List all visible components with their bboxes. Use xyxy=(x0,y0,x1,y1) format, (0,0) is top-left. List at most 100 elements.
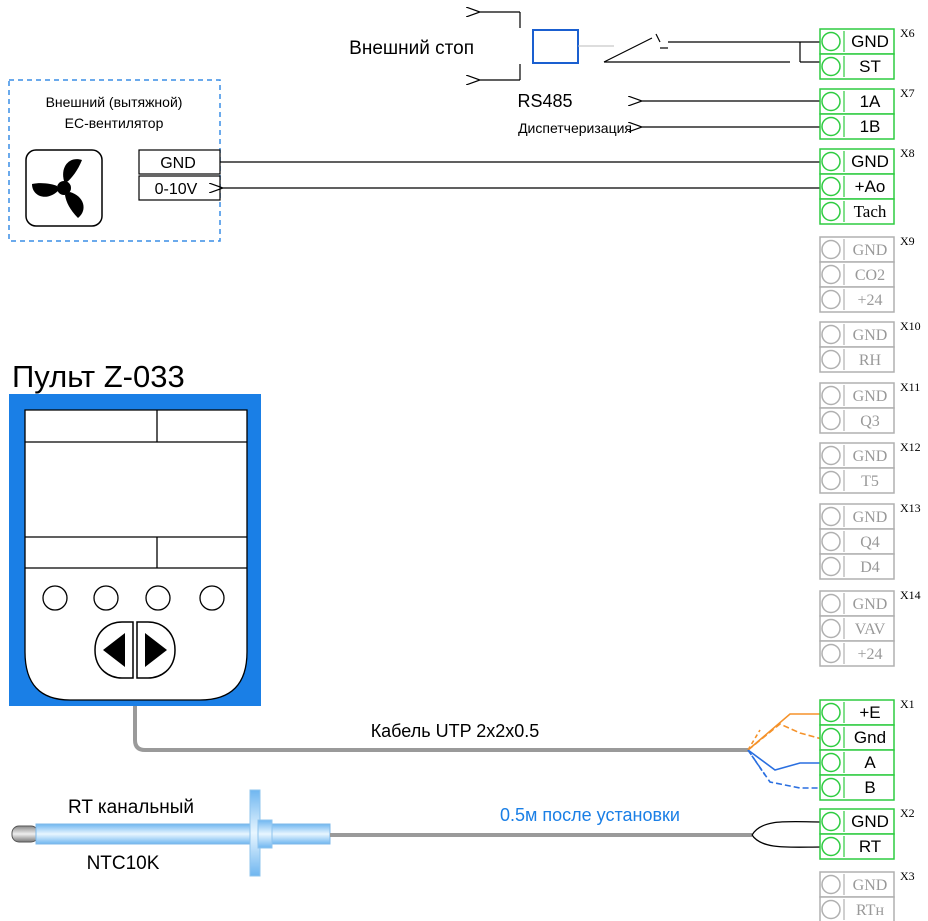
terminal-screw-icon[interactable] xyxy=(821,531,841,552)
panel-button-2[interactable] xyxy=(93,585,119,611)
terminal-pin-label: RT xyxy=(859,837,881,856)
panel-button-4[interactable] xyxy=(199,585,225,611)
terminal-pin-x6-0: GND xyxy=(819,28,895,55)
terminal-pin-label: +24 xyxy=(857,646,882,663)
terminal-pin-x11-0: GND xyxy=(819,382,895,409)
terminal-screw-icon[interactable] xyxy=(821,324,841,345)
terminal-pin-label: D4 xyxy=(860,559,880,576)
utp-fanout xyxy=(747,713,823,789)
terminal-pin-x12-1: T5 xyxy=(819,467,895,494)
terminal-screw-icon[interactable] xyxy=(821,289,841,310)
terminal-screw-icon[interactable] xyxy=(821,752,841,773)
terminal-pin-x9-2: +24 xyxy=(819,286,895,313)
terminal-screw-icon[interactable] xyxy=(821,239,841,260)
terminal-pin-label: +Ao xyxy=(855,177,886,196)
terminal-pin-x13-1: Q4 xyxy=(819,528,895,555)
terminal-id-label: X10 xyxy=(900,319,921,333)
ec-fan-box: Внешний (вытяжной) ЕС-вентилятор GND 0-1… xyxy=(8,79,221,242)
terminal-id-label: X6 xyxy=(900,26,915,40)
terminal-pin-label: ST xyxy=(859,57,881,76)
fan-title-line2: ЕС-вентилятор xyxy=(65,115,164,131)
terminal-block-x6: GND ST X6 xyxy=(819,26,915,80)
external-stop-label: Внешний стоп xyxy=(349,38,474,59)
terminal-screw-icon[interactable] xyxy=(821,151,841,172)
terminal-pin-x1-1: Gnd xyxy=(819,724,895,751)
terminal-screw-icon[interactable] xyxy=(821,91,841,112)
fan-010-pin: 0-10V xyxy=(155,181,198,198)
terminal-id-label: X3 xyxy=(900,869,915,883)
terminal-pin-x14-1: VAV xyxy=(819,615,895,642)
panel-button-3[interactable] xyxy=(145,585,171,611)
terminal-pin-label: T5 xyxy=(861,473,879,490)
fan-title-line1: Внешний (вытяжной) xyxy=(46,94,183,110)
utp-cable xyxy=(133,706,748,752)
terminal-screw-icon[interactable] xyxy=(821,556,841,577)
terminal-pin-x10-1: RH xyxy=(819,346,895,373)
terminal-pin-x10-0: GND xyxy=(819,321,895,348)
terminal-id-label: X13 xyxy=(900,501,921,515)
terminal-pin-x12-0: GND xyxy=(819,442,895,469)
terminal-id-label: X1 xyxy=(900,697,915,711)
terminal-pin-label: GND xyxy=(851,812,889,831)
terminal-pin-x1-2: A xyxy=(819,749,895,776)
terminal-screw-icon[interactable] xyxy=(821,593,841,614)
terminal-pin-x1-3: B xyxy=(819,774,895,801)
right-arrow-icon xyxy=(145,633,167,667)
terminal-screw-icon[interactable] xyxy=(821,201,841,222)
terminal-pin-label: CO2 xyxy=(855,267,885,284)
terminal-pin-x7-0: 1A xyxy=(819,88,895,115)
terminal-screw-icon[interactable] xyxy=(821,410,841,431)
terminal-screw-icon[interactable] xyxy=(821,506,841,527)
terminal-screw-icon[interactable] xyxy=(821,176,841,197)
terminal-pin-x11-1: Q3 xyxy=(819,407,895,434)
terminal-pin-x13-0: GND xyxy=(819,503,895,530)
terminal-pin-label: GND xyxy=(853,448,888,465)
terminal-screw-icon[interactable] xyxy=(821,899,841,920)
terminal-pin-x1-0: +E xyxy=(819,699,895,726)
terminal-screw-icon[interactable] xyxy=(821,702,841,723)
terminal-screw-icon[interactable] xyxy=(821,643,841,664)
terminal-screw-icon[interactable] xyxy=(821,836,841,857)
terminal-pin-x14-0: GND xyxy=(819,590,895,617)
terminal-pin-label: Gnd xyxy=(854,728,886,747)
terminal-pin-label: A xyxy=(864,753,876,772)
terminal-pin-label: GND xyxy=(853,242,888,259)
terminal-screw-icon[interactable] xyxy=(821,445,841,466)
terminal-pin-label: RTн xyxy=(856,902,884,919)
terminal-pin-label: Q3 xyxy=(860,413,880,430)
terminal-screw-icon[interactable] xyxy=(821,264,841,285)
terminal-pin-label: 1B xyxy=(860,117,881,136)
terminal-screw-icon[interactable] xyxy=(821,618,841,639)
terminal-screw-icon[interactable] xyxy=(821,349,841,370)
terminal-pin-x2-0: GND xyxy=(819,808,895,835)
terminal-pin-label: +24 xyxy=(857,292,882,309)
terminal-screw-icon[interactable] xyxy=(821,811,841,832)
terminal-screw-icon[interactable] xyxy=(821,116,841,137)
terminal-screw-icon[interactable] xyxy=(821,470,841,491)
terminal-screw-icon[interactable] xyxy=(821,31,841,52)
terminal-pin-x9-1: CO2 xyxy=(819,261,895,288)
terminal-screw-icon[interactable] xyxy=(821,874,841,895)
panel-button-1[interactable] xyxy=(42,585,68,611)
terminal-screw-icon[interactable] xyxy=(821,777,841,798)
ntc-label: NTC10K xyxy=(87,853,160,874)
terminal-pin-x2-1: RT xyxy=(819,833,895,860)
external-stop-relay xyxy=(480,12,822,80)
terminal-pin-label: B xyxy=(864,778,875,797)
terminal-pin-label: GND xyxy=(851,152,889,171)
terminal-pin-x6-1: ST xyxy=(819,53,895,80)
terminal-screw-icon[interactable] xyxy=(821,727,841,748)
panel-title: Пульт Z-033 xyxy=(12,359,185,394)
rt-sensor-label: RT канальный xyxy=(68,797,194,818)
terminal-screw-icon[interactable] xyxy=(821,385,841,406)
terminal-screw-icon[interactable] xyxy=(821,56,841,77)
terminal-pin-x14-2: +24 xyxy=(819,640,895,667)
